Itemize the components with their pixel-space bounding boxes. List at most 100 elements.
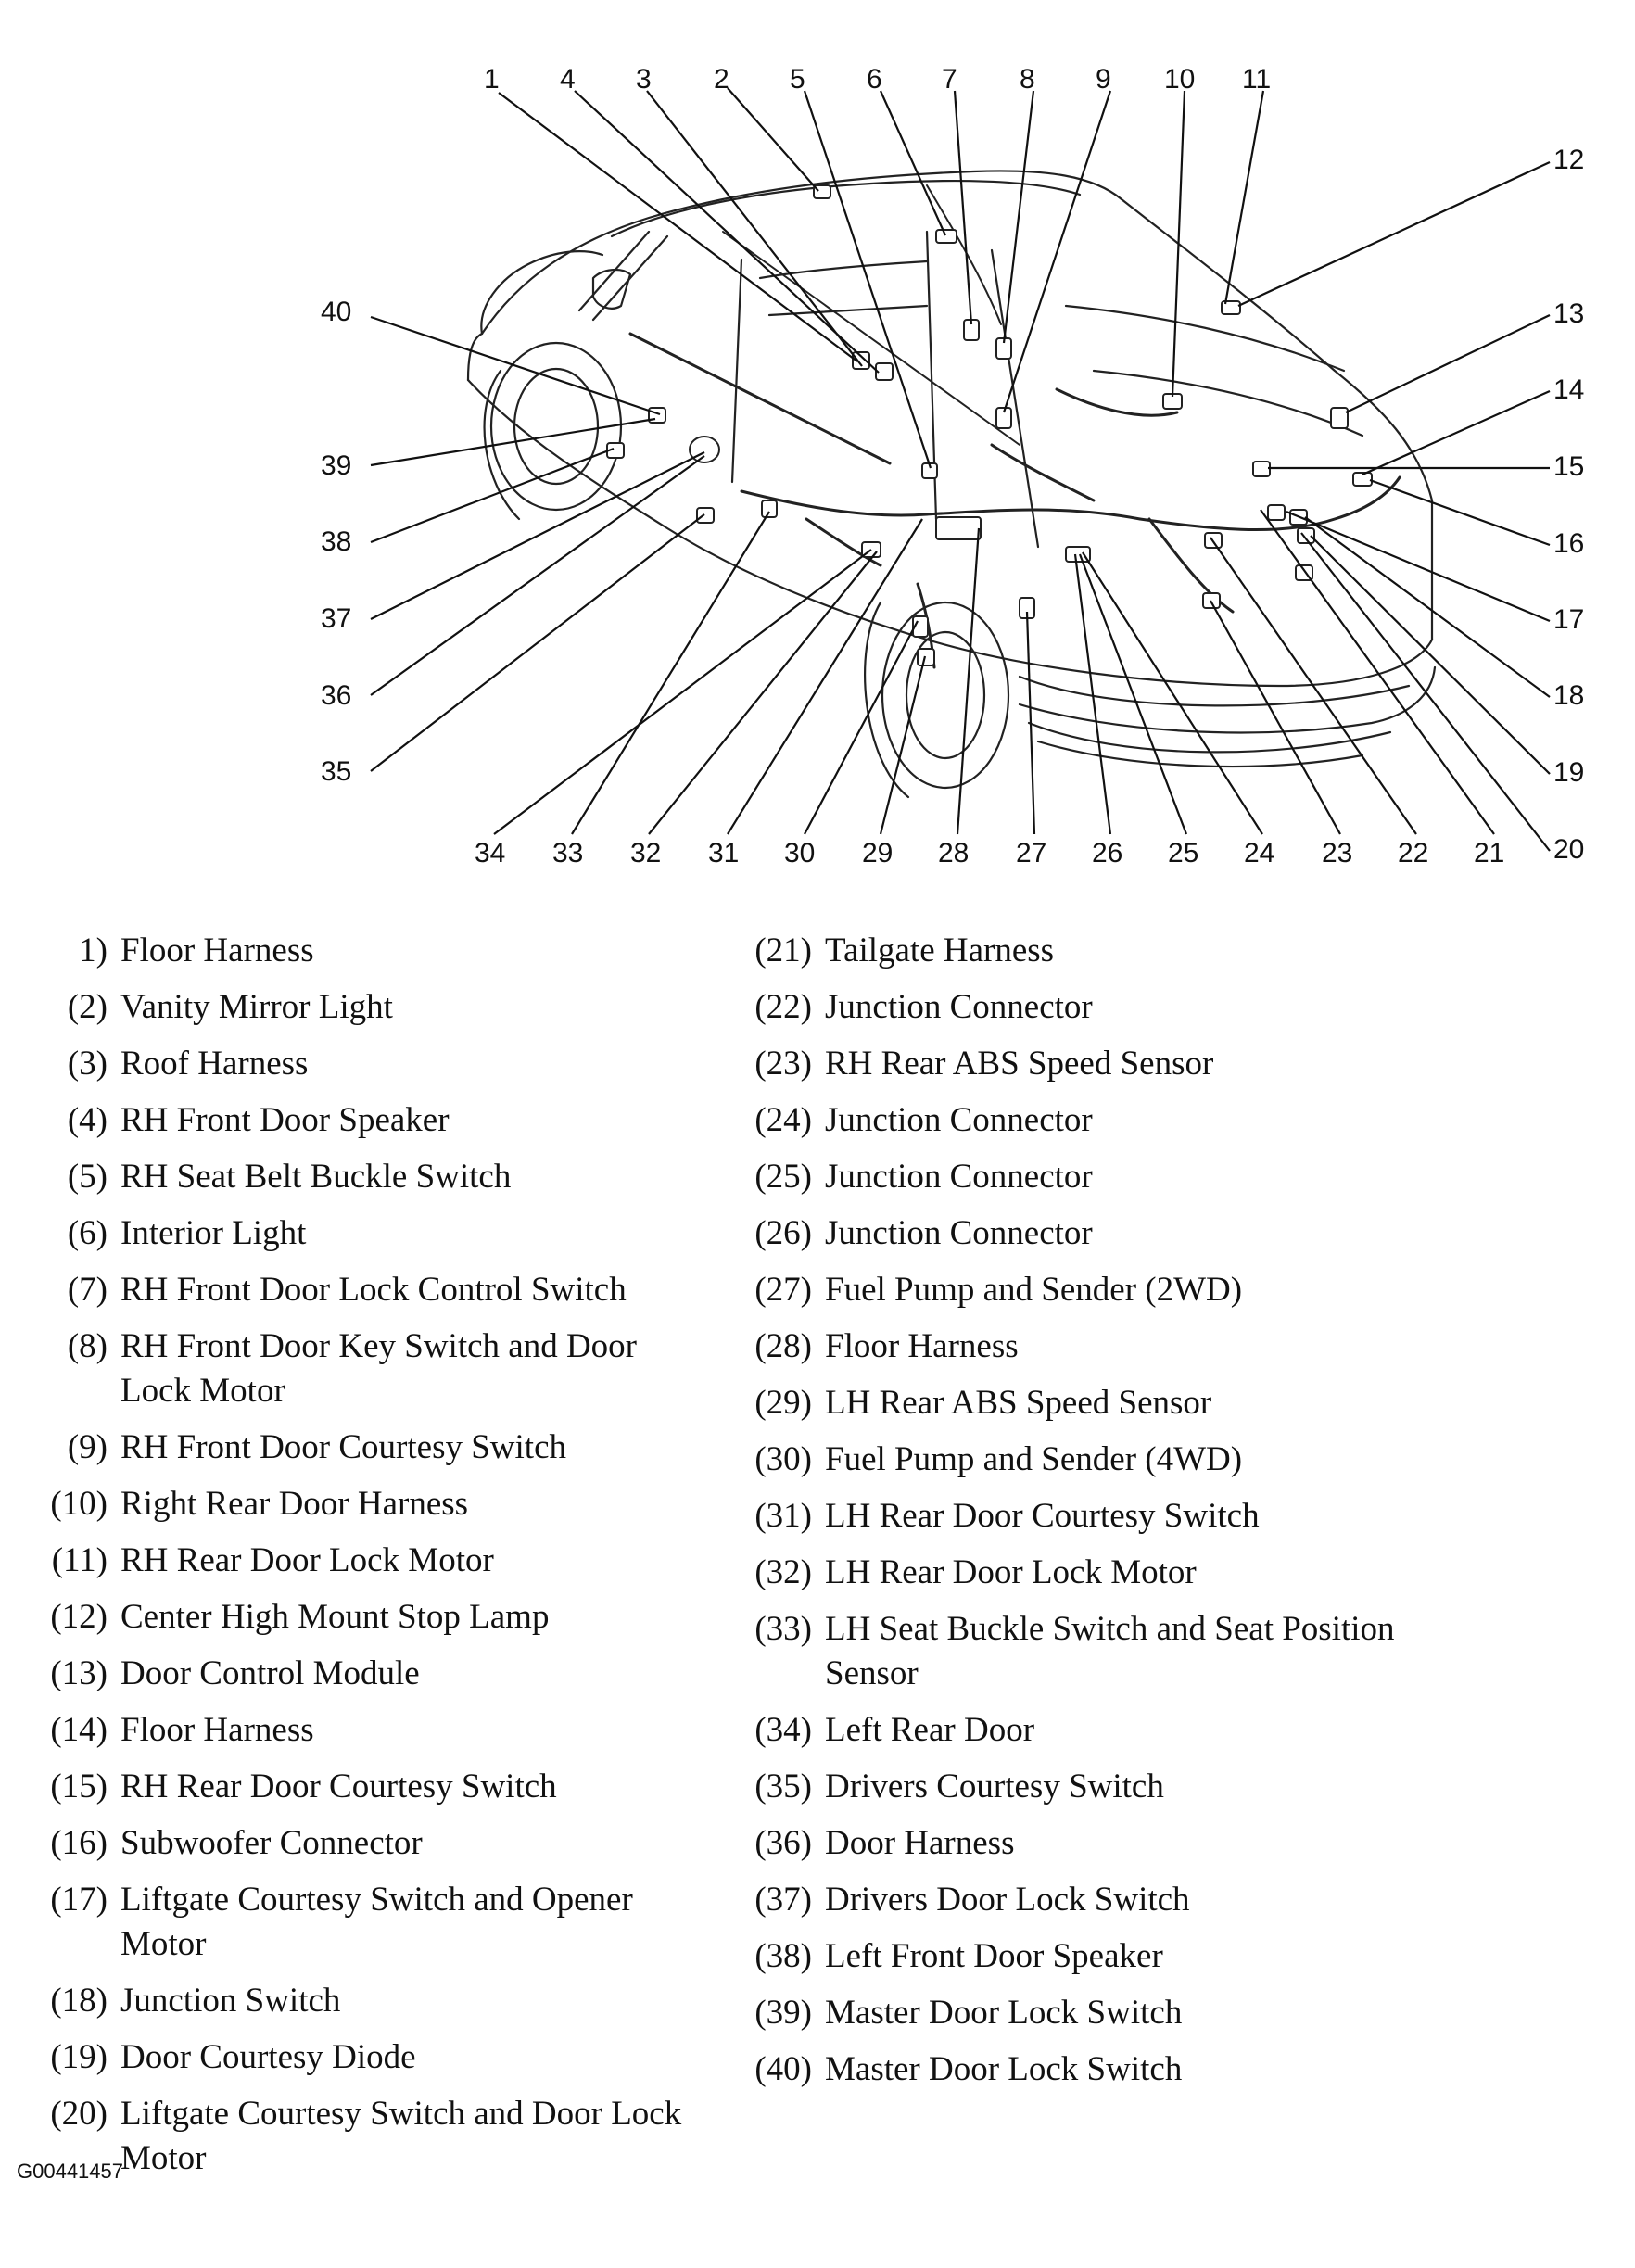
legend-item: (19)Door Courtesy Diode xyxy=(28,2035,714,2080)
legend-item: (24) Junction Connector xyxy=(741,1098,1446,1143)
legend-number: (18) xyxy=(50,1982,108,2020)
callout-number: 4 xyxy=(560,64,576,95)
legend-label: Subwoofer Connector xyxy=(120,1824,423,1862)
callout-number: 30 xyxy=(784,838,815,868)
legend-number: 1) xyxy=(79,931,108,969)
legend-number: (17) xyxy=(50,1881,108,1919)
legend-label: RH Rear Door Lock Motor xyxy=(120,1541,494,1579)
callout-number: 20 xyxy=(1553,834,1584,865)
legend-number: (15) xyxy=(50,1768,108,1806)
legend-label: Roof Harness xyxy=(120,1045,309,1083)
legend-item: (40) Master Door Lock Switch xyxy=(741,2047,1446,2092)
legend-label: Master Door Lock Switch xyxy=(825,2050,1183,2088)
legend-label: Liftgate Courtesy Switch and Door Lock M… xyxy=(120,2095,682,2177)
legend-label: Junction Connector xyxy=(825,1101,1093,1139)
legend-left-column: 1)Floor Harness (2)Vanity Mirror Light (… xyxy=(28,929,714,2193)
legend-label: RH Front Door Speaker xyxy=(120,1101,450,1139)
legend-number: (39) xyxy=(754,1994,812,2032)
legend-item: (15)RH Rear Door Courtesy Switch xyxy=(28,1765,714,1809)
legend-label: Drivers Door Lock Switch xyxy=(825,1881,1190,1919)
legend-label: Door Harness xyxy=(825,1824,1015,1862)
vehicle-illustration xyxy=(466,170,1437,799)
legend-item: (9) RH Front Door Courtesy Switch xyxy=(28,1425,714,1470)
legend-item: (35) Drivers Courtesy Switch xyxy=(741,1765,1446,1809)
callout-number: 9 xyxy=(1096,64,1111,95)
legend-label: Floor Harness xyxy=(825,1327,1019,1365)
legend-label: Drivers Courtesy Switch xyxy=(825,1768,1164,1806)
callout-number: 28 xyxy=(938,838,969,868)
legend-item: (7) RH Front Door Lock Control Switch xyxy=(28,1268,714,1312)
callout-number: 37 xyxy=(321,603,351,634)
legend-label: Center High Mount Stop Lamp xyxy=(120,1598,550,1636)
legend-label: Floor Harness xyxy=(120,1711,314,1749)
legend-item: (6)Interior Light xyxy=(28,1211,714,1256)
legend-number: (40) xyxy=(754,2050,812,2088)
figure-id: G00441457 xyxy=(17,2160,123,2183)
callout-number: 10 xyxy=(1164,64,1195,95)
callout-number: 27 xyxy=(1016,838,1046,868)
legend-number: (36) xyxy=(754,1824,812,1862)
legend-label: LH Rear Door Lock Motor xyxy=(825,1553,1197,1591)
callout-number: 14 xyxy=(1553,374,1584,405)
legend-number: (23) xyxy=(754,1045,812,1083)
legend-item: (33) LH Seat Buckle Switch and Seat Posit… xyxy=(741,1607,1446,1696)
legend-label: Junction Connector xyxy=(825,1214,1093,1252)
legend-number: (28) xyxy=(754,1327,812,1365)
callout-number: 34 xyxy=(475,838,505,868)
legend-label: RH Front Door Courtesy Switch xyxy=(120,1428,566,1466)
legend-item: (11) RH Rear Door Lock Motor xyxy=(28,1539,714,1583)
legend-label: Right Rear Door Harness xyxy=(120,1485,469,1523)
callout-number: 12 xyxy=(1553,145,1584,175)
legend-number: (5) xyxy=(67,1158,108,1196)
legend-number: (11) xyxy=(51,1541,108,1579)
callout-number: 11 xyxy=(1242,64,1271,95)
legend-item: (26)Junction Connector xyxy=(741,1211,1446,1256)
component-markers xyxy=(606,184,1373,666)
leader-lines xyxy=(370,87,1551,852)
legend-number: (22) xyxy=(754,988,812,1026)
legend-label: Liftgate Courtesy Switch and Opener Moto… xyxy=(120,1881,633,1963)
legend-label: RH Rear ABS Speed Sensor xyxy=(825,1045,1214,1083)
callout-number: 26 xyxy=(1092,838,1122,868)
legend-label: Fuel Pump and Sender (4WD) xyxy=(825,1440,1243,1478)
legend-item: (21) Tailgate Harness xyxy=(741,929,1446,973)
legend-item: (10)Right Rear Door Harness xyxy=(28,1482,714,1527)
legend-label: LH Rear Door Courtesy Switch xyxy=(825,1497,1260,1535)
legend-item: (20)Liftgate Courtesy Switch and Door Lo… xyxy=(28,2092,714,2181)
legend-label: Left Rear Door xyxy=(825,1711,1035,1749)
legend-item: (36) Door Harness xyxy=(741,1821,1446,1866)
legend-label: Junction Switch xyxy=(120,1982,341,2020)
callout-number: 21 xyxy=(1474,838,1504,868)
legend-number: (33) xyxy=(754,1610,812,1648)
legend-number: (31) xyxy=(754,1497,812,1535)
legend-label: Master Door Lock Switch xyxy=(825,1994,1183,2032)
legend-number: (9) xyxy=(67,1428,108,1466)
legend-label: Door Courtesy Diode xyxy=(120,2038,416,2076)
legend-number: (12) xyxy=(50,1598,108,1636)
legend-number: (6) xyxy=(67,1214,108,1252)
legend-label: Fuel Pump and Sender (2WD) xyxy=(825,1271,1243,1309)
legend-item: (5)RH Seat Belt Buckle Switch xyxy=(28,1155,714,1199)
legend-item: 1) Floor Harness xyxy=(28,929,714,973)
callout-number: 5 xyxy=(790,64,805,95)
legend-number: (7) xyxy=(67,1271,108,1309)
legend-number: (4) xyxy=(67,1101,108,1139)
callout-number: 38 xyxy=(321,526,351,557)
legend-number: (21) xyxy=(754,931,812,969)
legend-item: (22)Junction Connector xyxy=(741,985,1446,1030)
legend-label: RH Front Door Lock Control Switch xyxy=(120,1271,627,1309)
legend-number: (35) xyxy=(754,1768,812,1806)
legend-number: (24) xyxy=(754,1101,812,1139)
legend-label: Left Front Door Speaker xyxy=(825,1937,1163,1975)
callout-number: 13 xyxy=(1553,298,1584,329)
legend-number: (13) xyxy=(50,1654,108,1692)
callout-number: 16 xyxy=(1553,528,1584,559)
callout-number: 39 xyxy=(321,450,351,481)
legend-number: (30) xyxy=(754,1440,812,1478)
legend-item: (16)Subwoofer Connector xyxy=(28,1821,714,1866)
legend-label: Tailgate Harness xyxy=(825,931,1055,969)
legend-label: Floor Harness xyxy=(120,931,314,969)
legend-label: LH Seat Buckle Switch and Seat Position … xyxy=(825,1610,1395,1692)
legend-item: (13)Door Control Module xyxy=(28,1652,714,1696)
callout-number: 31 xyxy=(708,838,739,868)
